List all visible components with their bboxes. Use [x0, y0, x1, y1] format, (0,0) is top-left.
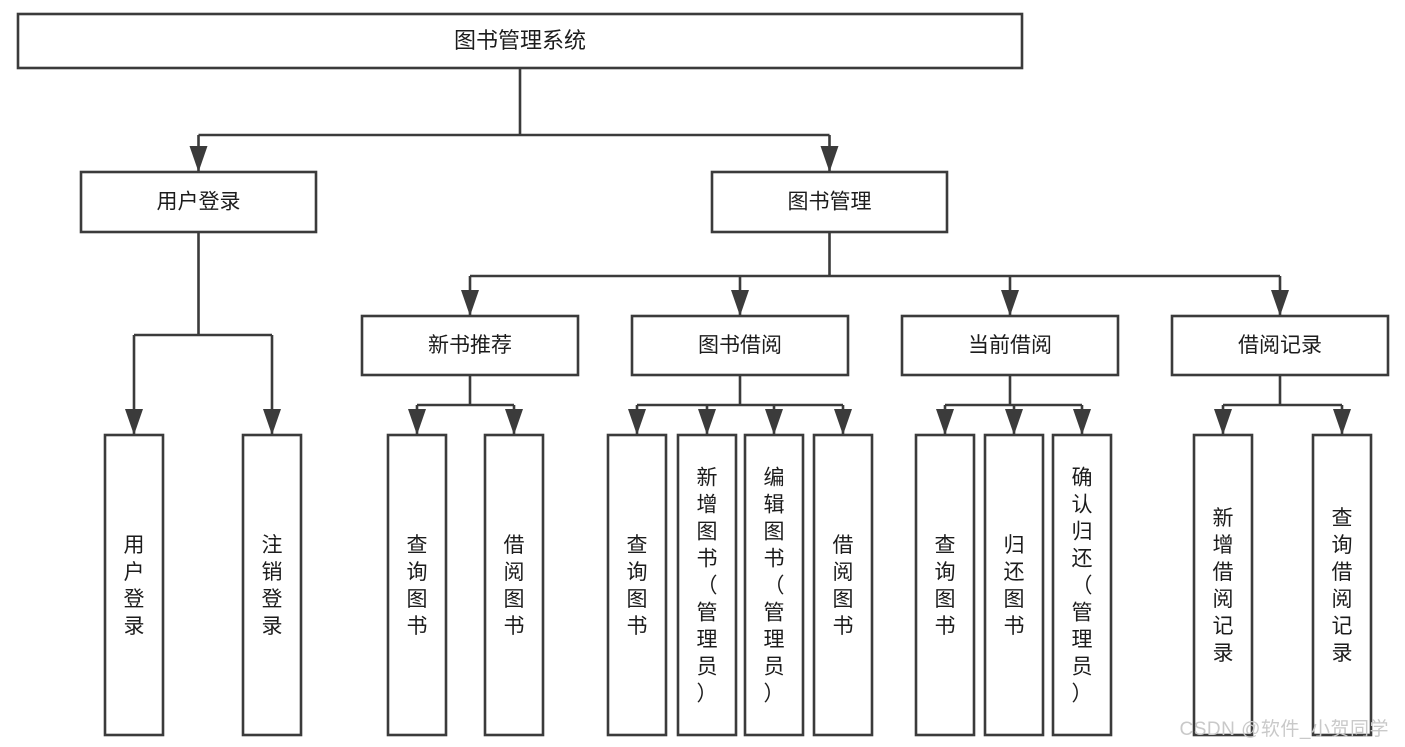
arrowhead-icon: [1005, 409, 1023, 435]
node-label: 新书推荐: [428, 334, 512, 357]
node-leaf-borrow-book-1[interactable]: 借阅图书: [483, 433, 545, 737]
node-box[interactable]: [743, 433, 805, 737]
node-box[interactable]: [16, 12, 1024, 70]
node-label: 新增图书（管理员）: [697, 467, 718, 706]
node-leaf-edit-book[interactable]: 编辑图书（管理员）: [743, 433, 805, 737]
node-user-login[interactable]: 用户登录: [79, 170, 318, 234]
node-label: 图书借阅: [698, 334, 782, 357]
node-box[interactable]: [983, 433, 1045, 737]
node-layer: 图书管理系统用户登录图书管理新书推荐图书借阅当前借阅借阅记录用户登录注销登录查询…: [16, 12, 1390, 737]
arrowhead-icon: [820, 146, 839, 172]
node-box[interactable]: [386, 433, 448, 737]
node-box[interactable]: [1170, 314, 1390, 377]
node-label: 用户登录: [124, 534, 145, 638]
node-leaf-query-record[interactable]: 查询借阅记录: [1311, 433, 1373, 737]
node-box[interactable]: [914, 433, 976, 737]
node-leaf-add-record[interactable]: 新增借阅记录: [1192, 433, 1254, 737]
node-leaf-borrow-book-2[interactable]: 借阅图书: [812, 433, 874, 737]
node-book-borrow[interactable]: 图书借阅: [630, 314, 850, 377]
node-box[interactable]: [676, 433, 738, 737]
node-leaf-add-book[interactable]: 新增图书（管理员）: [676, 433, 738, 737]
node-leaf-query-book-3[interactable]: 查询图书: [914, 433, 976, 737]
arrowhead-icon: [1001, 290, 1019, 316]
node-label: 归还图书: [1004, 534, 1025, 638]
node-box[interactable]: [79, 170, 318, 234]
arrowhead-icon: [765, 409, 783, 435]
node-root[interactable]: 图书管理系统: [16, 12, 1024, 70]
node-box[interactable]: [103, 433, 165, 737]
node-leaf-query-book-2[interactable]: 查询图书: [606, 433, 668, 737]
arrowhead-icon: [834, 409, 852, 435]
node-label: 图书管理系统: [454, 28, 586, 53]
arrowhead-icon: [263, 409, 281, 435]
arrowhead-icon: [1271, 290, 1289, 316]
arrowhead-icon: [628, 409, 646, 435]
node-label: 借阅图书: [833, 534, 854, 638]
node-box[interactable]: [812, 433, 874, 737]
node-label: 借阅记录: [1238, 334, 1322, 357]
node-leaf-query-book-1[interactable]: 查询图书: [386, 433, 448, 737]
node-label: 编辑图书（管理员）: [764, 467, 785, 706]
node-label: 查询图书: [935, 534, 956, 638]
arrowhead-icon: [1214, 409, 1232, 435]
arrowhead-icon: [1073, 409, 1091, 435]
node-new-book-recommend[interactable]: 新书推荐: [360, 314, 580, 377]
node-leaf-user-logout[interactable]: 注销登录: [241, 433, 303, 737]
node-label: 注销登录: [262, 534, 283, 638]
node-box[interactable]: [241, 433, 303, 737]
node-label: 确认归还（管理员）: [1072, 467, 1093, 706]
arrowhead-icon: [731, 290, 749, 316]
node-leaf-user-login[interactable]: 用户登录: [103, 433, 165, 737]
node-box[interactable]: [606, 433, 668, 737]
node-leaf-confirm-return[interactable]: 确认归还（管理员）: [1051, 433, 1113, 737]
node-box[interactable]: [630, 314, 850, 377]
connector-layer: [125, 68, 1351, 435]
node-box[interactable]: [900, 314, 1120, 377]
node-box[interactable]: [710, 170, 949, 234]
node-box[interactable]: [483, 433, 545, 737]
node-label: 用户登录: [157, 191, 241, 214]
arrowhead-icon: [189, 146, 208, 172]
arrowhead-icon: [1333, 409, 1351, 435]
arrowhead-icon: [408, 409, 426, 435]
node-label: 当前借阅: [968, 334, 1052, 357]
node-box[interactable]: [360, 314, 580, 377]
arrowhead-icon: [125, 409, 143, 435]
node-label: 查询图书: [627, 534, 648, 638]
arrowhead-icon: [461, 290, 479, 316]
node-box[interactable]: [1311, 433, 1373, 737]
node-current-borrow[interactable]: 当前借阅: [900, 314, 1120, 377]
arrowhead-icon: [936, 409, 954, 435]
node-label: 新增借阅记录: [1213, 507, 1234, 665]
node-label: 图书管理: [788, 191, 872, 214]
arrowhead-icon: [505, 409, 523, 435]
node-box[interactable]: [1192, 433, 1254, 737]
node-label: 借阅图书: [504, 534, 525, 638]
node-label: 查询借阅记录: [1332, 507, 1353, 665]
arrowhead-icon: [698, 409, 716, 435]
node-label: 查询图书: [407, 534, 428, 638]
node-borrow-record[interactable]: 借阅记录: [1170, 314, 1390, 377]
node-leaf-return-book[interactable]: 归还图书: [983, 433, 1045, 737]
node-box[interactable]: [1051, 433, 1113, 737]
node-book-manage[interactable]: 图书管理: [710, 170, 949, 234]
watermark-text: CSDN @软件_小贺同学: [1179, 719, 1389, 740]
